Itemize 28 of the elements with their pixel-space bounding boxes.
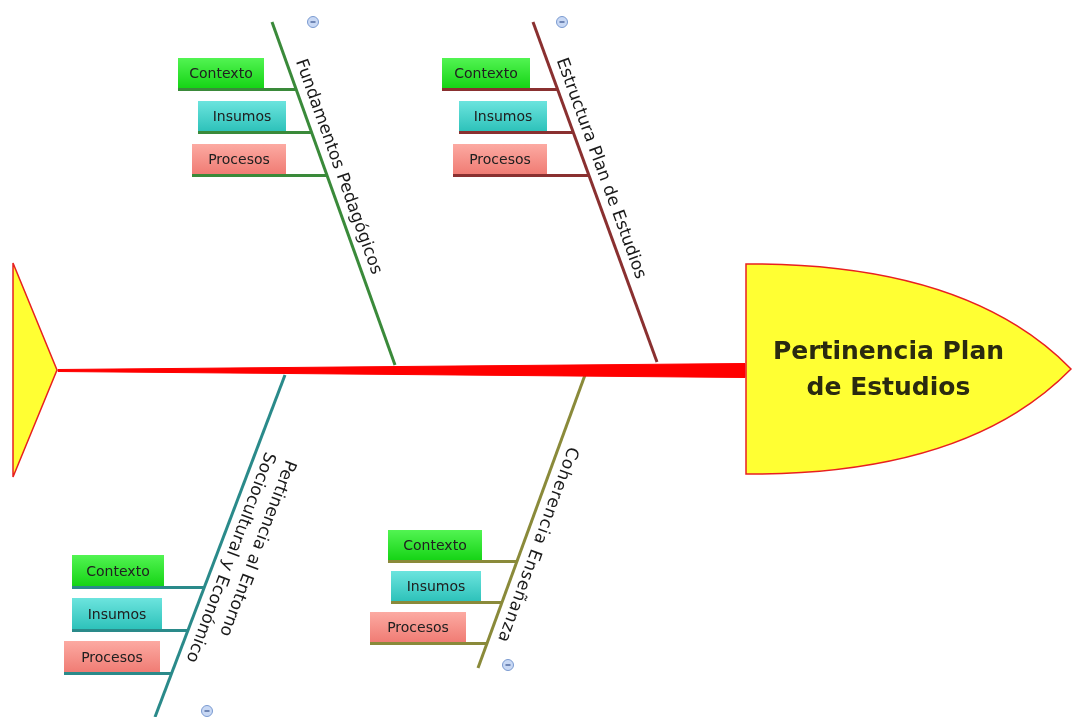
branch-line	[466, 642, 487, 645]
cause-tag: Procesos	[453, 144, 547, 177]
cause-tag: Insumos	[459, 101, 547, 134]
cause-tag: Insumos	[391, 571, 481, 604]
branch-line	[286, 174, 328, 177]
cause-tag: Contexto	[442, 58, 530, 91]
cause-tag: Procesos	[64, 641, 160, 675]
cause-tag: Contexto	[388, 530, 482, 563]
branch-line	[481, 601, 502, 604]
cause-tag: Insumos	[198, 101, 286, 134]
branch-line	[160, 672, 172, 675]
branch-line	[547, 131, 574, 134]
cause-tag: Procesos	[370, 612, 466, 645]
branch-line	[162, 629, 188, 632]
cause-tag: Contexto	[178, 58, 264, 91]
branch-line	[547, 174, 589, 177]
branch-line	[530, 88, 558, 91]
branch-line	[264, 88, 297, 91]
branch-line	[482, 560, 517, 563]
fish-head	[745, 263, 1072, 475]
cause-tag: Insumos	[72, 598, 162, 632]
fish-tail	[12, 262, 58, 478]
branch-line	[164, 586, 205, 589]
spine-line	[57, 363, 746, 378]
effect-label: Pertinencia Plan de Estudios	[771, 334, 1006, 403]
cause-tag: Procesos	[192, 144, 286, 177]
cause-tag: Contexto	[72, 555, 164, 589]
branch-line	[286, 131, 312, 134]
